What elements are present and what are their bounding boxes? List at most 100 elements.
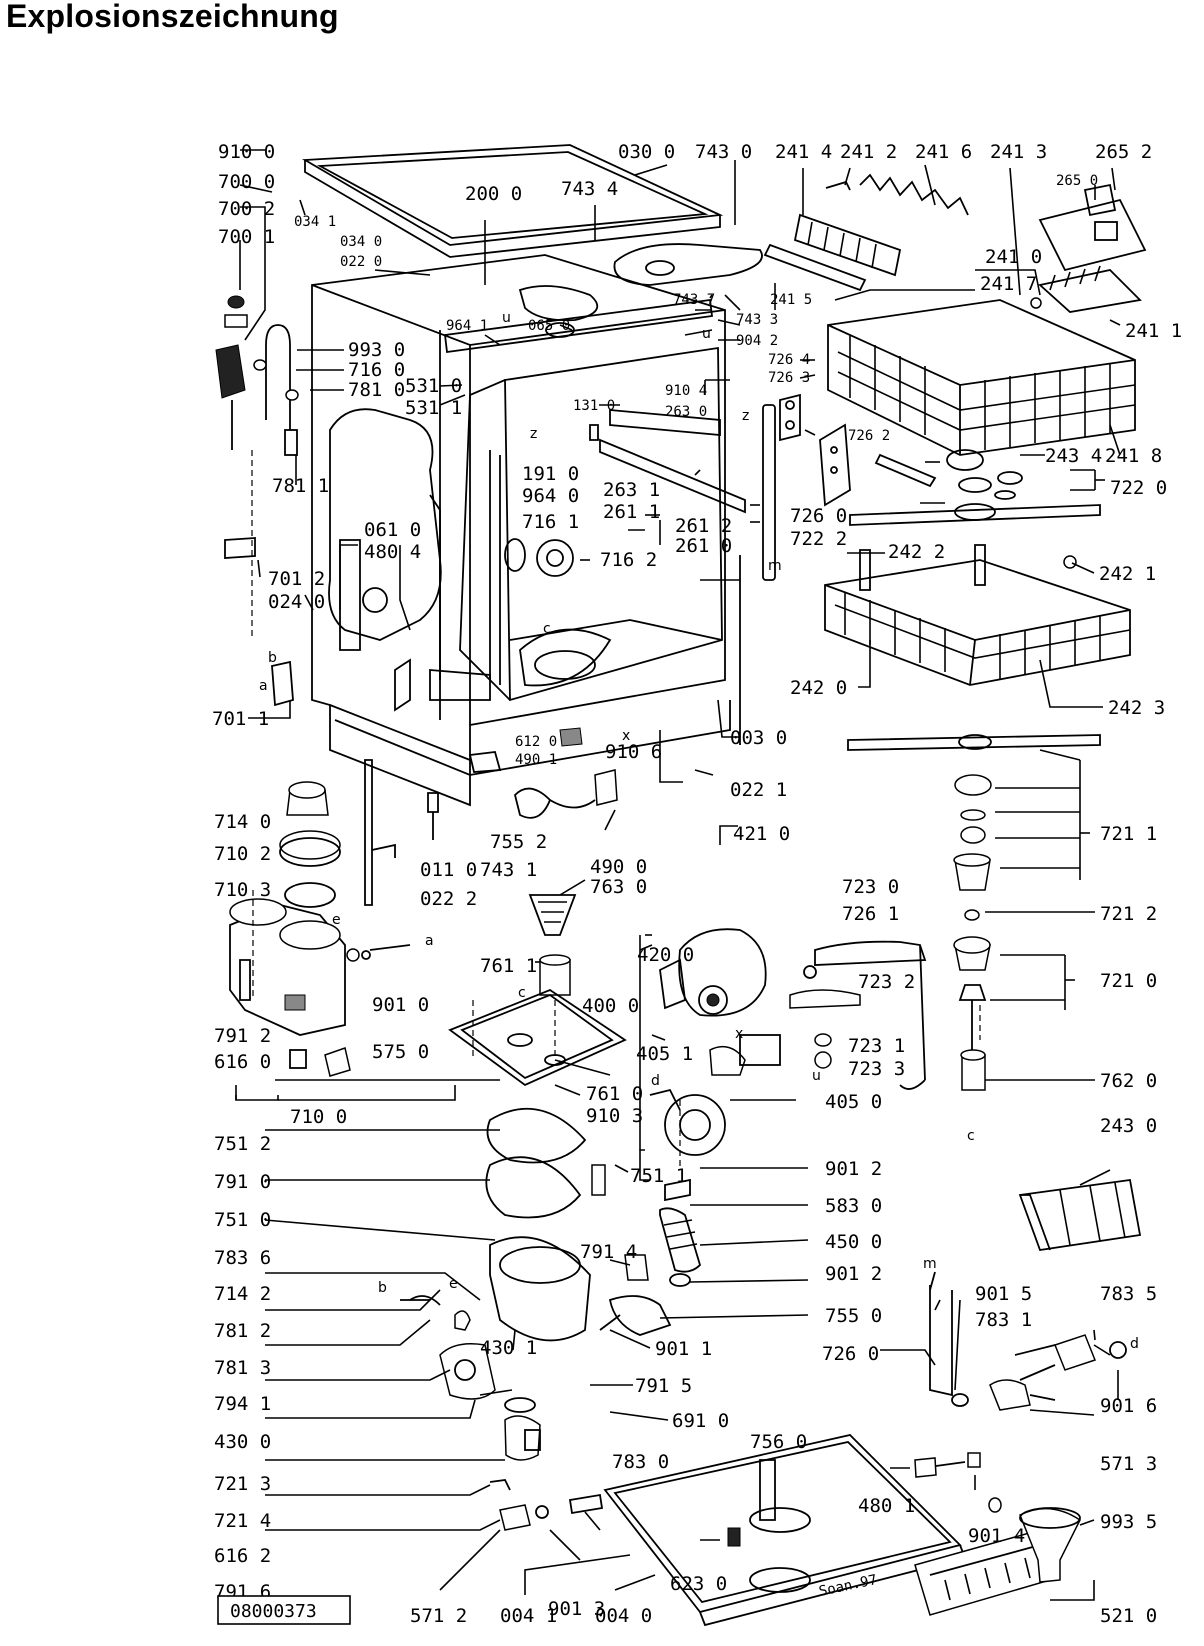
label-004-0: 004 0 (595, 1605, 652, 1627)
label-261-2: 261 2 (675, 515, 732, 537)
label-726-4: 726 4 (768, 352, 810, 368)
label-721-0: 721 0 (1100, 970, 1157, 992)
label-710-0: 710 0 (290, 1106, 347, 1128)
label-910-4: 910 4 (665, 383, 707, 399)
label-065-0: 065 0 (528, 318, 570, 334)
label-241-2: 241 2 (840, 141, 897, 163)
label-901-0: 901 0 (372, 994, 429, 1016)
label-490-1: 490 1 (515, 752, 557, 768)
label-242-2: 242 2 (888, 541, 945, 563)
label-241-5: 241 5 (770, 292, 812, 308)
label-200-0: 200 0 (465, 183, 522, 205)
label-700-2: 700 2 (218, 198, 275, 220)
label-723-1: 723 1 (848, 1035, 905, 1057)
label-521-0: 521 0 (1100, 1605, 1157, 1627)
label-241-3: 241 3 (990, 141, 1047, 163)
label-722-0: 722 0 (1110, 477, 1167, 499)
letter-e2: e (449, 1276, 458, 1292)
letter-z: z (530, 426, 537, 442)
label-400-0: 400 0 (582, 995, 639, 1017)
label-716-2: 716 2 (600, 549, 657, 571)
label-243-0: 243 0 (1100, 1115, 1157, 1137)
label-721-4: 721 4 (214, 1510, 271, 1532)
label-701-1: 701 1 (212, 708, 269, 730)
label-743-4: 743 4 (561, 178, 618, 200)
label-763-0: 763 0 (590, 876, 647, 898)
label-034-0: 034 0 (340, 234, 382, 250)
letter-x: x (622, 728, 630, 744)
label-003-0: 003 0 (730, 727, 787, 749)
label-022-0: 022 0 (340, 254, 382, 270)
label-034-1: 034 1 (294, 214, 336, 230)
label-743-0: 743 0 (695, 141, 752, 163)
label-030-0: 030 0 (618, 141, 675, 163)
label-022-2: 022 2 (420, 888, 477, 910)
label-993-5: 993 5 (1100, 1511, 1157, 1533)
label-755-2: 755 2 (490, 831, 547, 853)
label-405-1: 405 1 (636, 1043, 693, 1065)
label-791-4: 791 4 (580, 1241, 637, 1263)
letter-c2: c (518, 985, 526, 1001)
label-726-0-bottom: 726 0 (822, 1343, 879, 1365)
label-024-0: 024 0 (268, 591, 325, 613)
label-700-1: 700 1 (218, 226, 275, 248)
label-993-0: 993 0 (348, 339, 405, 361)
label-783-5: 783 5 (1100, 1283, 1157, 1305)
label-571-3: 571 3 (1100, 1453, 1157, 1475)
label-571-2: 571 2 (410, 1605, 467, 1627)
label-265-0: 265 0 (1056, 173, 1098, 189)
label-714-0: 714 0 (214, 811, 271, 833)
label-751-0: 751 0 (214, 1209, 271, 1231)
label-242-3: 242 3 (1108, 697, 1165, 719)
label-420-0: 420 0 (637, 944, 694, 966)
label-901-4: 901 4 (968, 1525, 1025, 1547)
label-783-6: 783 6 (214, 1247, 271, 1269)
label-242-0: 242 0 (790, 677, 847, 699)
label-723-0: 723 0 (842, 876, 899, 898)
letter-d: d (651, 1073, 660, 1089)
label-241-6: 241 6 (915, 141, 972, 163)
letter-m: m (768, 558, 782, 574)
label-743-7: 743 7 (673, 292, 715, 308)
label-901-2b: 901 2 (825, 1263, 882, 1285)
label-781-0: 781 0 (348, 379, 405, 401)
label-901-5: 901 5 (975, 1283, 1032, 1305)
label-450-0: 450 0 (825, 1231, 882, 1253)
letter-a: a (259, 678, 268, 694)
letter-c3: c (967, 1128, 975, 1144)
label-701-2: 701 2 (268, 568, 325, 590)
drawing-number-box: 08000373 (217, 1595, 351, 1625)
connector-letters: a b c u z x z u m e a c x d u c e b m d (259, 310, 1139, 1352)
label-761-1: 761 1 (480, 955, 537, 977)
label-783-1: 783 1 (975, 1309, 1032, 1331)
letter-b: b (268, 650, 277, 666)
label-743-1: 743 1 (480, 859, 537, 881)
label-783-0: 783 0 (612, 1451, 669, 1473)
label-781-2: 781 2 (214, 1320, 271, 1342)
label-743-3: 743 3 (736, 312, 778, 328)
label-762-0: 762 0 (1100, 1070, 1157, 1092)
letter-u3: u (812, 1068, 821, 1084)
label-716-1: 716 1 (522, 511, 579, 533)
label-531-0: 531 0 (405, 375, 462, 397)
letter-c: c (543, 621, 551, 637)
letter-a2: a (425, 933, 434, 949)
label-241-1: 241 1 (1125, 320, 1182, 342)
label-723-2: 723 2 (858, 971, 915, 993)
label-623-0: 623 0 (670, 1573, 727, 1595)
label-910-0: 910 0 (218, 141, 275, 163)
label-531-1: 531 1 (405, 397, 462, 419)
label-243-4: 243 4 (1045, 445, 1102, 467)
label-756-0: 756 0 (750, 1431, 807, 1453)
label-761-0: 761 0 (586, 1083, 643, 1105)
letter-u2: u (702, 326, 711, 342)
label-794-1: 794 1 (214, 1393, 271, 1415)
label-723-3: 723 3 (848, 1058, 905, 1080)
label-405-0: 405 0 (825, 1091, 882, 1113)
label-430-0: 430 0 (214, 1431, 271, 1453)
label-901-2a: 901 2 (825, 1158, 882, 1180)
label-480-1: 480 1 (858, 1495, 915, 1517)
letter-z2: z (742, 408, 749, 424)
leader-lines (235, 149, 1121, 1601)
